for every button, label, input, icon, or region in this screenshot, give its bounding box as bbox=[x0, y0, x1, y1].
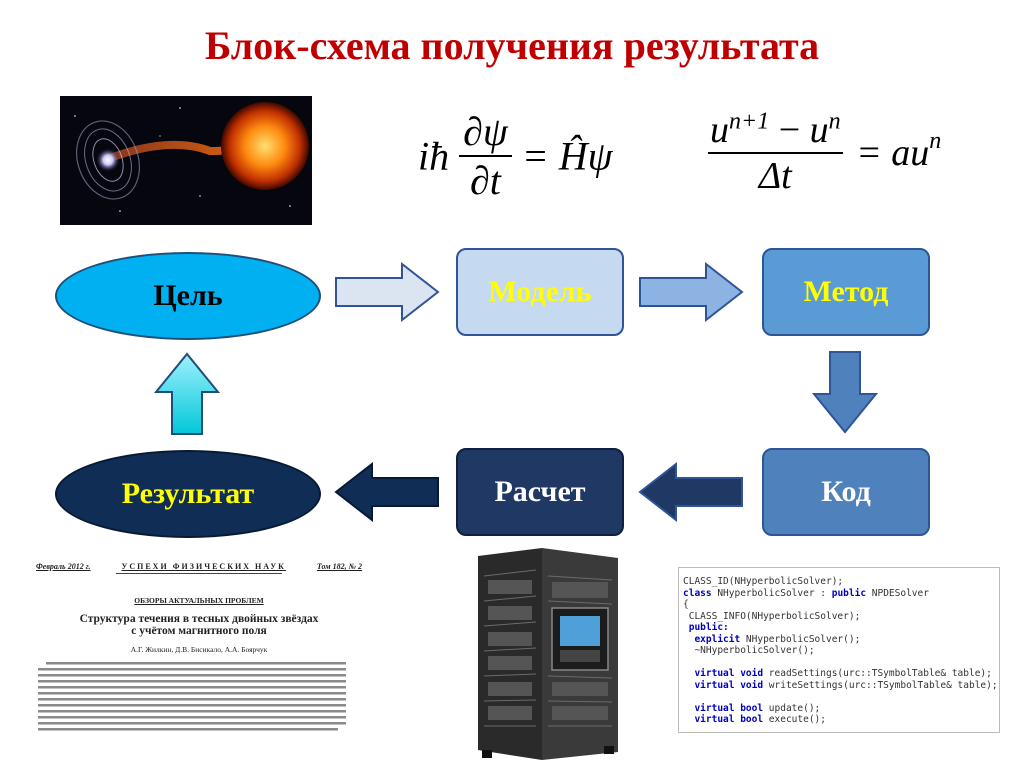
code-text: CLASS_INFO(NHyperbolicSolver); bbox=[683, 610, 861, 622]
minus-sign: − bbox=[769, 109, 810, 151]
code-line: ~NHyperbolicSolver(); bbox=[683, 645, 995, 657]
code-line: CLASS_INFO(NHyperbolicSolver); bbox=[683, 611, 995, 623]
code-text: NHyperbolicSolver : bbox=[717, 587, 832, 599]
article-section: ОБЗОРЫ АКТУАЛЬНЫХ ПРОБЛЕМ bbox=[134, 596, 264, 605]
arrow-compute-to-result bbox=[334, 462, 439, 522]
article-abstract-text-lines bbox=[38, 662, 346, 731]
slide-title: Блок-схема получения результата bbox=[204, 23, 820, 68]
supercomputer-image bbox=[478, 548, 618, 760]
model-node: Модель bbox=[456, 248, 624, 336]
article-date: Февраль 2012 г. bbox=[36, 562, 91, 571]
compute-node: Расчет bbox=[456, 448, 624, 536]
code-line: explicit NHyperbolicSolver(); bbox=[683, 634, 995, 646]
code-keyword: public bbox=[831, 587, 872, 599]
code-keyword: virtual bool bbox=[683, 702, 769, 714]
code-text: NHyperbolicSolver(); bbox=[745, 633, 861, 645]
formula-left: iħ bbox=[418, 133, 450, 179]
source-code-snippet: CLASS_ID(NHyperbolicSolver);class NHyper… bbox=[678, 567, 1000, 733]
arrow-code-to-compute bbox=[638, 462, 743, 522]
difference-scheme-equation: un+1 − un Δt = aun bbox=[708, 108, 941, 198]
code-line: virtual void writeSettings(urc::TSymbolT… bbox=[683, 679, 998, 692]
arrow-method-to-code bbox=[812, 351, 878, 434]
journal-name: УСПЕХИ ФИЗИЧЕСКИХ НАУК bbox=[121, 562, 286, 571]
code-node: Код bbox=[762, 448, 930, 536]
code-keyword: class bbox=[683, 587, 718, 599]
u-term: u bbox=[809, 109, 829, 151]
code-line bbox=[683, 657, 995, 669]
code-text: writeSettings(urc::TSymbolTable& table); bbox=[768, 679, 998, 691]
node-label: Код bbox=[821, 475, 871, 508]
formula-denominator: Δt bbox=[758, 155, 792, 197]
formula-right: = Ĥψ bbox=[521, 133, 613, 179]
node-label: Расчет bbox=[494, 475, 586, 508]
formula-fraction: un+1 − un Δt bbox=[708, 108, 843, 198]
arrow-model-to-method bbox=[639, 262, 744, 322]
code-keyword: public: bbox=[683, 622, 729, 633]
article-authors: А.Г. Жилкин, Д.В. Бисикало, А.А. Боярчук bbox=[130, 645, 268, 654]
code-text: NPDESolver bbox=[871, 587, 929, 599]
node-label: Результат bbox=[121, 477, 255, 510]
node-label: Метод bbox=[803, 275, 889, 308]
code-line: virtual void readSettings(urc::TSymbolTa… bbox=[683, 668, 995, 680]
code-line bbox=[683, 691, 995, 703]
code-text: execute(); bbox=[768, 714, 826, 725]
superscript: n bbox=[929, 128, 942, 155]
code-line: { bbox=[683, 599, 995, 611]
superscript: n+1 bbox=[729, 108, 770, 135]
node-label: Цель bbox=[153, 279, 223, 312]
code-line: virtual bool update(); bbox=[683, 703, 995, 715]
code-text: CLASS_ID(NHyperbolicSolver); bbox=[683, 576, 844, 587]
code-text: update(); bbox=[768, 702, 821, 714]
binary-star-image bbox=[60, 96, 312, 225]
formula-fraction: ∂ψ ∂t bbox=[459, 108, 512, 204]
schrodinger-equation: iħ ∂ψ ∂t = Ĥψ bbox=[418, 108, 612, 204]
superscript: n bbox=[828, 108, 841, 135]
result-node: Результат bbox=[55, 450, 321, 538]
formula-denominator: ∂t bbox=[469, 158, 501, 203]
formula-numerator: ∂ψ bbox=[459, 108, 512, 157]
formula-numerator: un+1 − un bbox=[708, 108, 843, 154]
formula-right: = au bbox=[856, 132, 930, 174]
article-headline-second-line: с учётом магнитного поля bbox=[131, 625, 267, 637]
code-line: public: bbox=[683, 622, 995, 634]
article-volume: Том 182, № 2 bbox=[316, 562, 362, 571]
code-keyword: explicit bbox=[683, 633, 746, 645]
journal-article-image: Февраль 2012 г. УСПЕХИ ФИЗИЧЕСКИХ НАУК Т… bbox=[36, 562, 362, 758]
code-line: class NHyperbolicSolver : public NPDESol… bbox=[683, 588, 995, 600]
code-text: readSettings(urc::TSymbolTable& table); bbox=[768, 668, 992, 679]
u-term: u bbox=[710, 109, 729, 151]
code-keyword: virtual void bbox=[683, 679, 769, 691]
goal-node: Цель bbox=[55, 252, 321, 340]
node-label: Модель bbox=[488, 275, 592, 308]
code-text: ~NHyperbolicSolver(); bbox=[683, 645, 815, 656]
arrow-result-to-goal bbox=[154, 352, 220, 435]
arrow-goal-to-model bbox=[335, 262, 440, 322]
code-line: virtual bool execute(); bbox=[683, 714, 995, 726]
method-node: Метод bbox=[762, 248, 930, 336]
code-line: CLASS_ID(NHyperbolicSolver); bbox=[683, 576, 995, 588]
code-keyword: virtual void bbox=[683, 668, 769, 679]
article-headline: Структура течения в тесных двойных звёзд… bbox=[79, 613, 319, 625]
code-keyword: virtual bool bbox=[683, 714, 769, 725]
code-text: { bbox=[683, 599, 689, 610]
